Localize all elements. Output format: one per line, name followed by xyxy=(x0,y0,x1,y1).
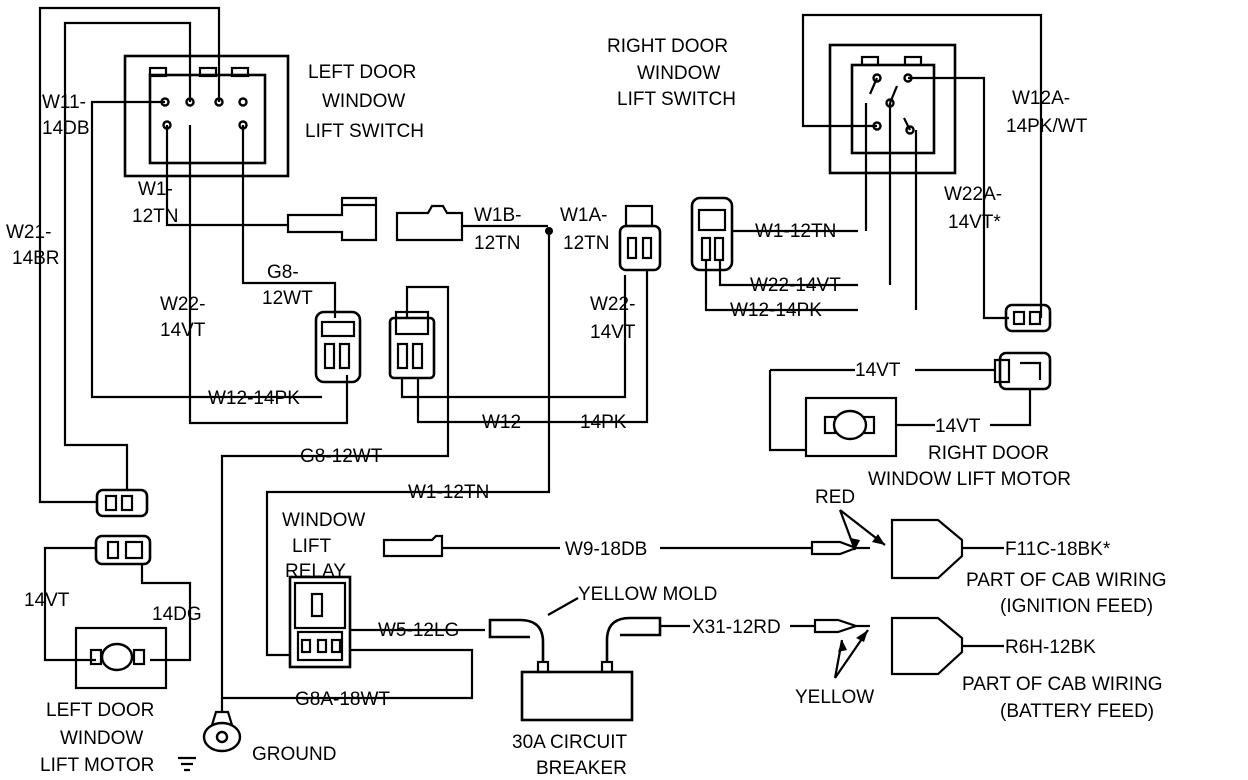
wire-w1b-2: 12TN xyxy=(474,233,520,254)
cab-ignition-label-1: PART OF CAB WIRING xyxy=(966,570,1167,591)
right-switch-label-3: LIFT SWITCH xyxy=(617,89,736,110)
wire-g8-left-2: 12WT xyxy=(262,288,313,309)
callout-yellow: YELLOW xyxy=(795,687,874,708)
wire-w1-12tn-right: W1-12TN xyxy=(755,221,836,242)
left-motor-label-1: LEFT DOOR xyxy=(46,700,154,721)
left-motor-label-2: WINDOW xyxy=(60,728,143,749)
left-door-motor xyxy=(74,626,168,690)
wire-w12a-1: W12A- xyxy=(1012,88,1070,109)
wire-14pk: 14PK xyxy=(580,412,627,433)
wire-w1a-1: W1A- xyxy=(560,205,608,226)
right-switch-label-1: RIGHT DOOR xyxy=(607,36,728,57)
left-switch-wires xyxy=(38,6,349,504)
right-switch-connector xyxy=(690,196,858,312)
inline-connector-w1 xyxy=(286,196,553,242)
right-motor-label-1: RIGHT DOOR xyxy=(928,443,1049,464)
wire-14vt-motor: 14VT xyxy=(935,416,981,437)
callout-red: RED xyxy=(815,487,855,508)
wire-w22-mid-1: W22- xyxy=(590,294,635,315)
breaker-label-2: BREAKER xyxy=(536,758,627,779)
wire-r6h: R6H-12BK xyxy=(1005,637,1096,658)
circuit-breaker xyxy=(488,597,1004,722)
w21-end-connector xyxy=(95,488,149,518)
wire-w12-14pk-right: W12-14PK xyxy=(730,300,822,321)
left-motor-label-3: LIFT MOTOR xyxy=(40,755,154,776)
breaker-label-1: 30A CIRCUIT xyxy=(512,732,627,753)
window-lift-relay xyxy=(222,575,485,700)
wire-w1b-1: W1B- xyxy=(474,205,522,226)
relay-label-1: WINDOW xyxy=(282,510,365,531)
ground-symbol-small xyxy=(178,756,196,772)
w9-circuit xyxy=(382,509,1004,580)
wire-w12: W12 xyxy=(482,412,521,433)
right-switch-label-2: WINDOW xyxy=(637,63,720,84)
wire-w22a-1: W22A- xyxy=(944,184,1002,205)
right-motor-label-2: WINDOW LIFT MOTOR xyxy=(868,469,1071,490)
w12-connector xyxy=(220,270,649,698)
ground-ring-terminal xyxy=(202,698,242,753)
wire-w22-14vt-right: W22-14VT xyxy=(750,275,841,296)
right-motor-connector xyxy=(915,351,1052,427)
wire-g8a: G8A-18WT xyxy=(295,689,390,710)
wire-w1a-2: 12TN xyxy=(563,233,609,254)
wire-w22-mid-2: 14VT xyxy=(590,322,636,343)
relay-label-2: LIFT xyxy=(292,536,331,557)
wire-w11-1: W11- xyxy=(42,92,86,113)
right-door-motor xyxy=(768,368,935,458)
left-door-switch xyxy=(123,54,290,178)
w1a-connector xyxy=(265,204,662,657)
wire-w9: W9-18DB xyxy=(565,539,647,560)
wire-x31: X31-12RD xyxy=(692,617,781,638)
relay-label-3: RELAY xyxy=(285,561,346,582)
wire-w22-left-2: 14VT xyxy=(160,320,206,341)
wire-w21-2: 14BR xyxy=(12,248,60,269)
wire-w12-14pk-left: W12-14PK xyxy=(208,388,300,409)
wire-g8-left-1: G8- xyxy=(267,262,299,283)
wire-w1-12tn-relay: W1-12TN xyxy=(408,482,489,503)
wire-14vt-left: 14VT xyxy=(24,590,70,611)
w12a-connector xyxy=(1004,303,1052,333)
left-switch-label-2: WINDOW xyxy=(322,91,405,112)
g8-connector xyxy=(314,310,362,384)
callout-yellow-mold: YELLOW MOLD xyxy=(578,584,717,605)
cab-ignition-label-2: (IGNITION FEED) xyxy=(1000,596,1153,617)
wire-w5: W5-12LG xyxy=(378,620,459,641)
left-switch-label-1: LEFT DOOR xyxy=(308,62,416,83)
wire-w11-2: 14DB xyxy=(42,118,90,139)
wire-w22a-2: 14VT* xyxy=(948,212,1001,233)
wire-14dg-left: 14DG xyxy=(152,604,202,625)
wire-w1-left-2: 12TN xyxy=(132,206,178,227)
left-switch-label-3: LIFT SWITCH xyxy=(305,121,424,142)
wire-w1-left-1: W1- xyxy=(138,179,173,200)
wire-f11c: F11C-18BK* xyxy=(1005,539,1111,560)
wire-14vt-top: 14VT xyxy=(855,360,901,381)
right-door-switch xyxy=(801,13,1043,320)
wire-w21-1: W21- xyxy=(6,222,51,243)
left-motor-connector xyxy=(43,534,192,662)
wire-w22-left-1: W22- xyxy=(160,294,205,315)
cab-battery-label-1: PART OF CAB WIRING xyxy=(962,674,1163,695)
ground-label: GROUND xyxy=(252,744,336,765)
wire-w12a-2: 14PK/WT xyxy=(1006,116,1088,137)
cab-battery-label-2: (BATTERY FEED) xyxy=(1000,701,1154,722)
wire-g8-12wt: G8-12WT xyxy=(300,446,383,467)
